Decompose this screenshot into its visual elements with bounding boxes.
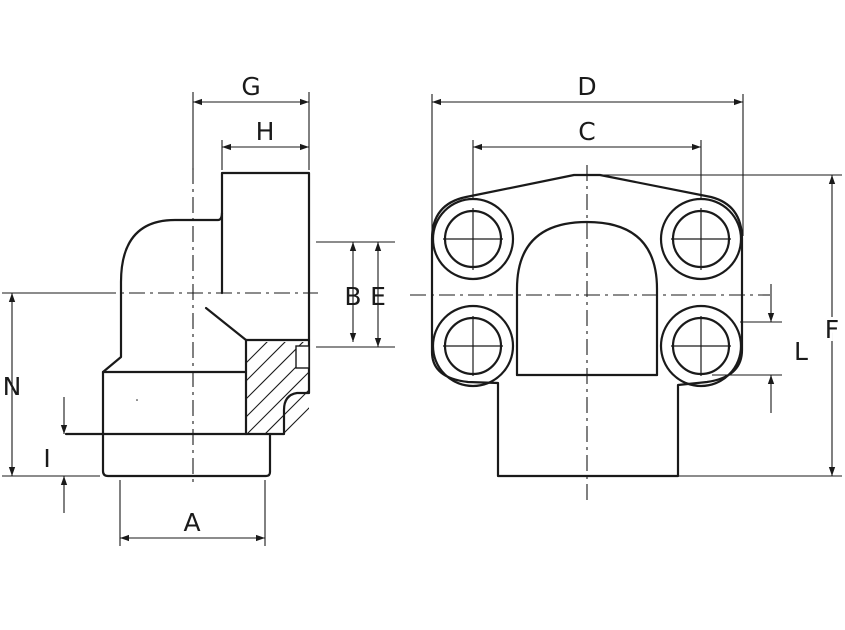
label-e: E (370, 282, 386, 311)
label-i: I (43, 444, 50, 473)
bore-diagonal-line (204, 306, 248, 342)
side-body-outline (101, 171, 311, 478)
bolt-ring-bottom-right (659, 304, 743, 388)
label-f: F (825, 315, 839, 344)
bolt-ring-bottom-left (431, 304, 515, 388)
surface-dot (136, 399, 138, 401)
dimension-labels: G H N I A B E D C F L (3, 72, 843, 537)
label-g: G (241, 72, 260, 101)
label-b: B (344, 282, 361, 311)
label-n: N (3, 372, 22, 401)
label-h: H (256, 117, 275, 146)
flange-outline (430, 173, 744, 478)
hole-crosshairs (443, 208, 731, 376)
label-a: A (183, 508, 200, 537)
label-d: D (577, 72, 596, 101)
label-c: C (578, 117, 595, 146)
side-view (64, 168, 318, 485)
label-l: L (794, 337, 808, 366)
front-view (410, 165, 770, 503)
oring-groove (295, 345, 310, 369)
dimension-lines (2, 92, 842, 546)
bore-arch (515, 220, 659, 377)
hatched-section (246, 342, 309, 435)
